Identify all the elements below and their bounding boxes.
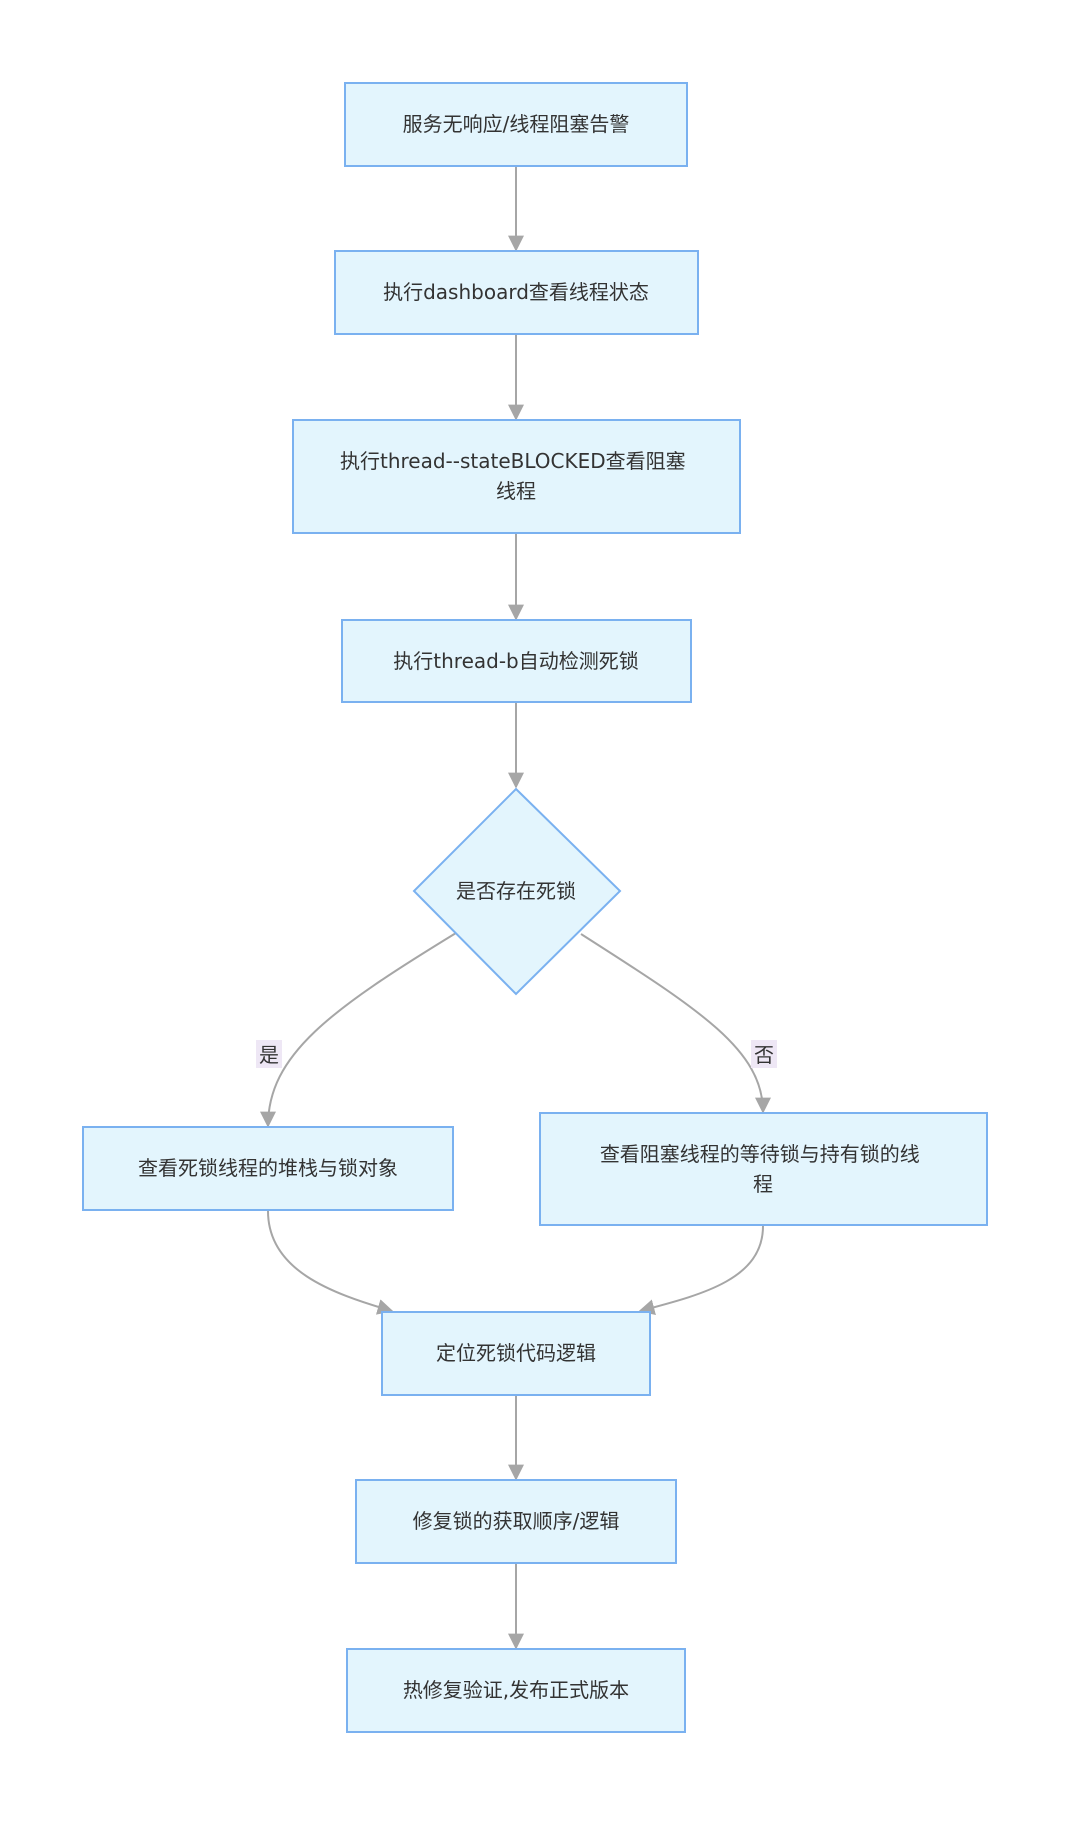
node-wait-holders-label: 查看阻塞线程的等待锁与持有锁的线 程 — [600, 1142, 926, 1196]
edge-wait-to-locate — [638, 1225, 764, 1316]
edges — [260, 167, 771, 1650]
edge-label-no-text: 否 — [754, 1043, 774, 1067]
node-hotfix: 热修复验证,发布正式版本 — [346, 1648, 686, 1733]
node-detect-label: 执行thread-b自动检测死锁 — [393, 649, 638, 673]
node-blocked: 执行thread--stateBLOCKED查看阻塞 线程 — [292, 419, 741, 534]
node-blocked-line-2: 线程 — [496, 479, 536, 503]
edge-decision-yes — [260, 932, 457, 1128]
edge-label-yes-text: 是 — [259, 1043, 279, 1067]
node-fix: 修复锁的获取顺序/逻辑 — [355, 1479, 677, 1564]
node-blocked-line-1: 执行thread--stateBLOCKED查看阻塞 — [340, 449, 686, 473]
edge-label-no: 否 — [751, 1040, 777, 1068]
node-deadlock-stack: 查看死锁线程的堆栈与锁对象 — [82, 1126, 454, 1211]
node-alert: 服务无响应/线程阻塞告警 — [344, 82, 688, 167]
node-wait-holders-line-1: 查看阻塞线程的等待锁与持有锁的线 — [600, 1142, 920, 1166]
node-hotfix-label: 热修复验证,发布正式版本 — [403, 1678, 629, 1702]
node-deadlock-stack-label: 查看死锁线程的堆栈与锁对象 — [138, 1156, 398, 1180]
node-wait-holders: 查看阻塞线程的等待锁与持有锁的线 程 — [539, 1112, 988, 1226]
edge-label-yes: 是 — [256, 1040, 282, 1068]
node-locate: 定位死锁代码逻辑 — [381, 1311, 651, 1396]
node-alert-label: 服务无响应/线程阻塞告警 — [403, 112, 630, 136]
node-locate-label: 定位死锁代码逻辑 — [436, 1341, 596, 1365]
edge-stack-to-locate — [267, 1210, 394, 1315]
node-decision-label: 是否存在死锁 — [456, 879, 576, 903]
node-dashboard: 执行dashboard查看线程状态 — [334, 250, 699, 335]
node-decision: 是否存在死锁 — [412, 787, 622, 996]
node-blocked-label: 执行thread--stateBLOCKED查看阻塞 线程 — [340, 449, 692, 503]
node-wait-holders-line-2: 程 — [753, 1172, 773, 1196]
node-fix-label: 修复锁的获取顺序/逻辑 — [413, 1509, 620, 1533]
node-dashboard-label: 执行dashboard查看线程状态 — [383, 280, 649, 304]
node-detect: 执行thread-b自动检测死锁 — [341, 619, 692, 703]
edge-decision-no — [580, 933, 771, 1114]
